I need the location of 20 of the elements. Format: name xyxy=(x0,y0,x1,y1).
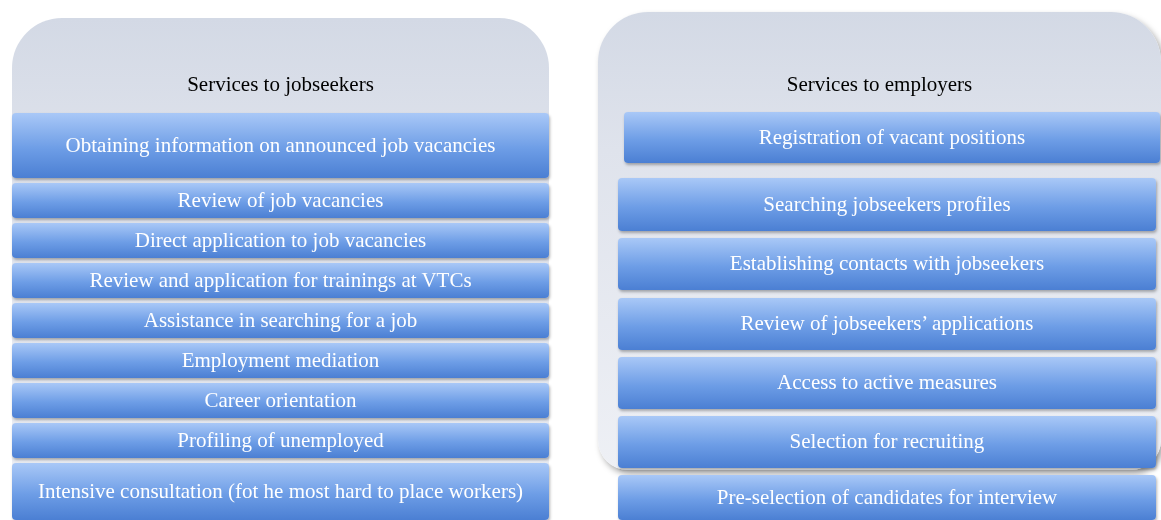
service-box: Obtaining information on announced job vacancies xyxy=(12,113,549,178)
service-box: Profiling of unemployed xyxy=(12,423,549,458)
group-panel xyxy=(12,18,549,520)
service-box: Registration of vacant positions xyxy=(624,112,1160,163)
service-box: Establishing contacts with jobseekers xyxy=(618,238,1156,290)
service-box: Review and application for trainings at VTCs xyxy=(12,263,549,298)
service-box: Selection for recruiting xyxy=(618,416,1156,468)
service-box: Review of jobseekers’ applications xyxy=(618,298,1156,350)
service-box: Searching jobseekers profiles xyxy=(618,178,1156,231)
service-box: Pre-selection of candidates for interview xyxy=(618,475,1156,520)
service-box: Access to active measures xyxy=(618,357,1156,409)
service-box: Review of job vacancies xyxy=(12,183,549,218)
service-box: Intensive consultation (fot he most hard to place workers) xyxy=(12,463,549,520)
service-box: Assistance in searching for a job xyxy=(12,303,549,338)
panel-heading: Services to jobseekers xyxy=(186,72,375,97)
service-box: Employment mediation xyxy=(12,343,549,378)
panel-heading: Services to employers xyxy=(785,72,974,97)
group-panel xyxy=(598,12,1161,470)
service-box: Direct application to job vacancies xyxy=(12,223,549,258)
service-box: Career orientation xyxy=(12,383,549,418)
